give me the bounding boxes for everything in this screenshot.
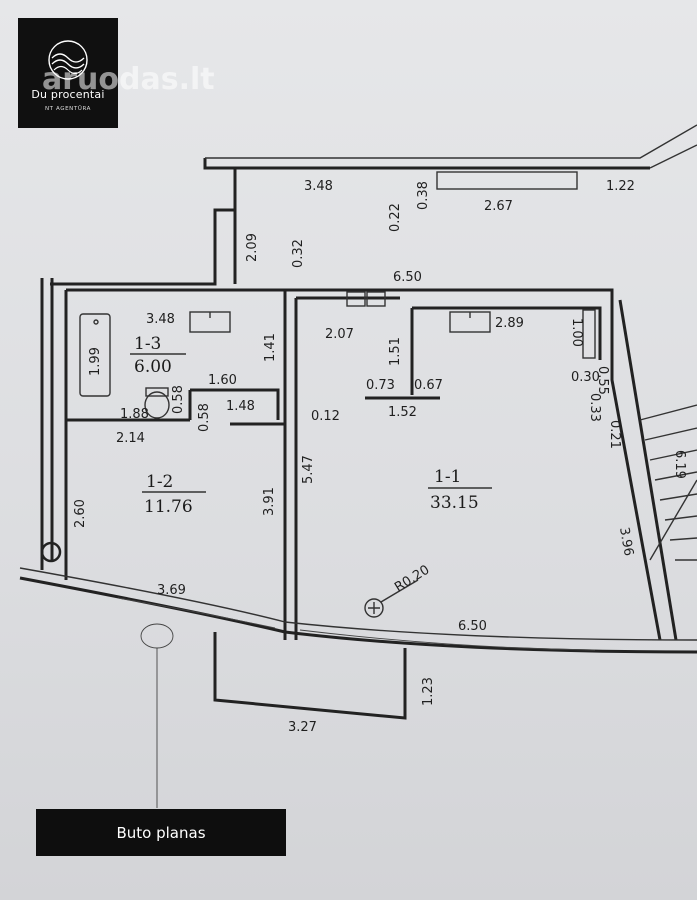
fixtures [40,311,491,808]
column-symbol-icon [364,598,384,618]
dim-wall-thick: 0.32 [291,239,306,268]
outer-top-line [205,124,697,159]
dim-niche-b: 0.30 [571,370,600,385]
bath-partition [190,388,280,420]
window-left [117,597,276,629]
dim-top-right-width: 1.22 [606,179,635,194]
dim-main-right: 3.96 [616,526,636,557]
dim-kitchen-width: 2.89 [495,316,524,331]
top-balcony-strip [436,171,578,190]
site-watermark: aruodas.lt [42,62,215,97]
dim-room2-top: 1.48 [226,399,255,414]
staircase [639,404,697,561]
kitchen-wall [412,306,602,360]
dim-room2-right: 3.91 [262,487,277,516]
left-upper-wall [50,208,235,286]
niche [582,309,596,359]
bathtub-icon [79,313,111,397]
outer-top-right [649,144,697,169]
dim-balcony-top-width: 2.67 [484,199,513,214]
dim-closet-a: 0.73 [366,378,395,393]
dim-top-left-width: 3.48 [304,179,333,194]
agency-name: Du procentai [31,88,105,101]
room-1-3-area: 6.00 [134,357,172,377]
dim-radius: R0.20 [392,563,432,596]
dimension-labels: 3.48 0.38 0.22 2.67 1.22 2.09 0.32 6.50 … [73,179,687,735]
dim-top-gap-a: 0.38 [416,181,431,210]
agency-logo: Du procentai NT AGENTŪRA [18,18,118,128]
facade-inner [19,567,697,641]
room-1-3-id: 1-3 [134,334,161,354]
window-right [299,629,596,651]
dim-closet-depth: 1.51 [388,337,403,366]
dim-niche-a: 1.00 [569,318,584,347]
dim-stair: 6.19 [672,450,687,479]
facade-outer [19,576,697,654]
room-1-1-area: 33.15 [430,493,479,513]
dim-balcony-depth: 1.23 [421,677,436,706]
dim-top-gap-b: 0.22 [388,203,403,232]
dim-balcony-width: 3.27 [288,720,317,735]
room-1-2-id: 1-2 [146,472,173,492]
dim-wc-width: 1.88 [120,407,149,422]
chimney-icon [40,541,62,563]
dim-wall-mid: 0.12 [311,409,340,424]
dim-room2-bottom: 3.69 [157,583,186,598]
dim-closet-b: 0.67 [414,378,443,393]
dim-closet-width: 1.52 [388,405,417,420]
room-labels: 1-3 6.00 1-2 11.76 1-1 33.15 [130,334,492,517]
column-mark [346,291,366,307]
dim-bath-width: 3.48 [146,312,175,327]
plan-caption: Buto planas [36,809,286,856]
dim-bath-partition: 1.60 [208,373,237,388]
dim-wc-side-b: 0.58 [197,403,212,432]
dim-main-bottom: 6.50 [458,619,487,634]
bathtub-drain-icon [93,319,99,325]
dim-corridor-width: 2.07 [325,327,354,342]
walls [19,124,697,720]
dim-main-left: 5.47 [301,455,316,484]
dim-hall-depth: 2.09 [245,233,260,262]
agency-subtitle: NT AGENTŪRA [44,106,92,112]
column-mark [366,291,386,307]
dim-niche-c: 0.55 [595,366,610,395]
dim-niche-d: 0.33 [587,393,602,422]
hall-left-wall [203,158,237,284]
toilet-icon [144,391,170,419]
dim-room2-left: 2.60 [73,499,88,528]
dim-niche-e: 0.21 [607,420,622,449]
main-right-outer [618,299,678,641]
dim-wc-side: 0.58 [171,385,186,414]
room-1-2-area: 11.76 [144,497,193,517]
highlight-marker [140,623,174,649]
dim-main-width-top: 6.50 [393,270,422,285]
wave-emblem-icon [48,40,88,80]
dim-room2-entry: 2.14 [116,431,145,446]
main-room-wall [285,288,662,641]
dim-bath-height: 1.99 [88,347,103,376]
room-1-1-id: 1-1 [434,467,461,487]
dim-bath-side: 1.41 [263,333,278,362]
lower-balcony [213,632,407,720]
